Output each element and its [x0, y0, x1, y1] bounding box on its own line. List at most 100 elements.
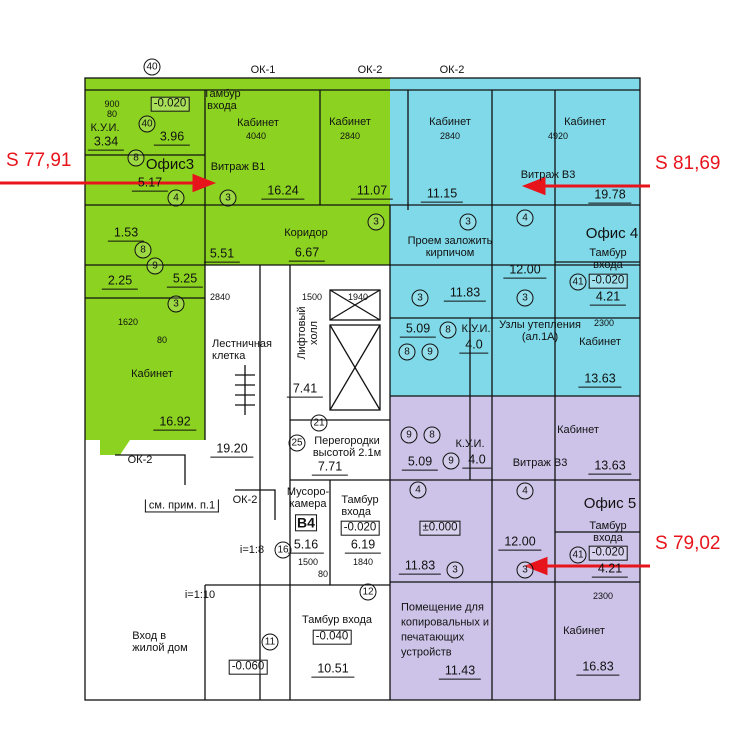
room-label: К.У.И.: [90, 121, 120, 134]
door-tag: 3: [367, 213, 385, 231]
room-label: Лифтовый холл: [295, 306, 320, 360]
room-area: 6.67: [288, 246, 326, 262]
room-label: Мусоро- камера: [286, 485, 330, 510]
area-arrows: [0, 173, 650, 576]
office5-zone: [390, 396, 640, 700]
room-area: 5.09: [399, 322, 437, 338]
room-area: 5.17: [131, 176, 169, 192]
door-tag: 41: [569, 273, 587, 291]
room-label: Кабинет: [429, 115, 471, 128]
door-tag: 8: [423, 426, 441, 444]
room-label: Кабинет: [579, 335, 621, 348]
room-area: 13.63: [588, 459, 632, 475]
room-label: Проем заложить кирпичом: [407, 234, 493, 259]
room-label: Лестничная клетка: [212, 337, 272, 362]
vitrage-label: Витраж В3: [520, 168, 576, 181]
dimension: 900: [104, 99, 120, 110]
dimension: 2840: [209, 292, 231, 303]
room-label: Тамбур входа: [341, 493, 379, 518]
dimension: 2300: [592, 591, 614, 602]
level-mark: -0.060: [228, 659, 268, 675]
level-mark: ±0.000: [419, 520, 461, 536]
vitrage-label: Витраж В1: [210, 160, 266, 173]
room-area: 16.92: [153, 415, 197, 431]
window-ok2: ОК-2: [127, 453, 153, 466]
door-tag: 4: [516, 209, 534, 227]
room-label: Кабинет: [237, 116, 279, 129]
area-marker-office3: S 77,91: [6, 150, 72, 171]
room-area: 16.83: [576, 660, 620, 676]
zone-fills: [85, 78, 640, 700]
room-label: Тамбур входа: [589, 519, 627, 544]
door-tag: 9: [442, 452, 460, 470]
room-area: 4.21: [591, 562, 629, 578]
dimension: 80: [106, 109, 118, 120]
office-name: Офис3: [145, 155, 195, 173]
door-tag: 25: [288, 434, 306, 452]
door-tag: 3: [446, 561, 464, 579]
door-tag: 4: [167, 189, 185, 207]
dimension: 1620: [117, 317, 139, 328]
room-label: Тамбур входа: [203, 87, 241, 112]
dimension: 80: [317, 569, 329, 580]
door-tag: 8: [398, 343, 416, 361]
office-name: Офис 4: [585, 224, 639, 242]
area-marker-office4: S 81,69: [655, 153, 721, 174]
room-area: 4.0: [462, 453, 492, 469]
dimension: 1940: [347, 292, 369, 303]
level-mark: -0.020: [340, 520, 380, 536]
room-area: 12.00: [503, 263, 547, 279]
door-tag: 8: [134, 241, 152, 259]
room-area: 11.43: [438, 664, 482, 680]
level-mark: -0.020: [588, 545, 628, 561]
room-area: 2.25: [101, 274, 139, 290]
door-tag: 21: [310, 414, 328, 432]
window-ok1: ОК-1: [250, 63, 276, 76]
room-area: 7.71: [311, 460, 349, 476]
office-name: Офис 5: [583, 494, 637, 512]
room-area: 19.20: [210, 442, 254, 458]
room-label: Узлы утепления (ал.1А): [499, 318, 581, 343]
level-mark: -0.020: [150, 96, 190, 112]
room-area: 4.0: [459, 338, 489, 354]
garbage-tag: В4: [295, 514, 317, 532]
door-tag: 12: [359, 583, 377, 601]
door-tag: 3: [516, 289, 534, 307]
room-area: 11.83: [398, 559, 442, 575]
room-label: Кабинет: [557, 423, 599, 436]
room-area: 6.19: [344, 538, 382, 554]
dimension: 2840: [339, 131, 361, 142]
dimension: 2300: [593, 318, 615, 329]
walls: [84, 77, 641, 701]
window-ok2: ОК-2: [357, 63, 383, 76]
door-tag: 40: [138, 115, 156, 133]
room-label: Тамбур входа: [301, 613, 373, 626]
door-tag: 4: [516, 482, 534, 500]
dimension: 4040: [245, 131, 267, 142]
door-tag: 16: [274, 541, 292, 559]
room-area: 11.07: [350, 184, 394, 200]
room-area: 4.21: [589, 290, 627, 306]
door-tag: 41: [569, 546, 587, 564]
room-area: 10.51: [311, 662, 355, 678]
office3-bay: [100, 440, 130, 455]
room-area: 13.63: [578, 372, 622, 388]
door-tag: 11: [261, 633, 279, 651]
office4-zone: [390, 78, 640, 396]
level-mark: -0.040: [312, 629, 352, 645]
room-label: Тамбур входа: [589, 246, 627, 271]
level-mark: -0.020: [588, 273, 628, 289]
room-label: Кабинет: [329, 115, 371, 128]
room-area: 16.24: [261, 184, 305, 200]
door-tag: 3: [411, 289, 429, 307]
door-tag: 3: [167, 295, 185, 313]
dimension: 2840: [439, 131, 461, 142]
entrance-label: Вход в жилой дом: [132, 629, 188, 654]
room-label: Кабинет: [564, 115, 606, 128]
door-tag: 9: [146, 257, 164, 275]
area-marker-office5: S 79,02: [655, 533, 721, 554]
room-area: 3.96: [153, 130, 191, 146]
room-area: 11.83: [443, 286, 487, 302]
room-label: Кабинет: [131, 367, 173, 380]
